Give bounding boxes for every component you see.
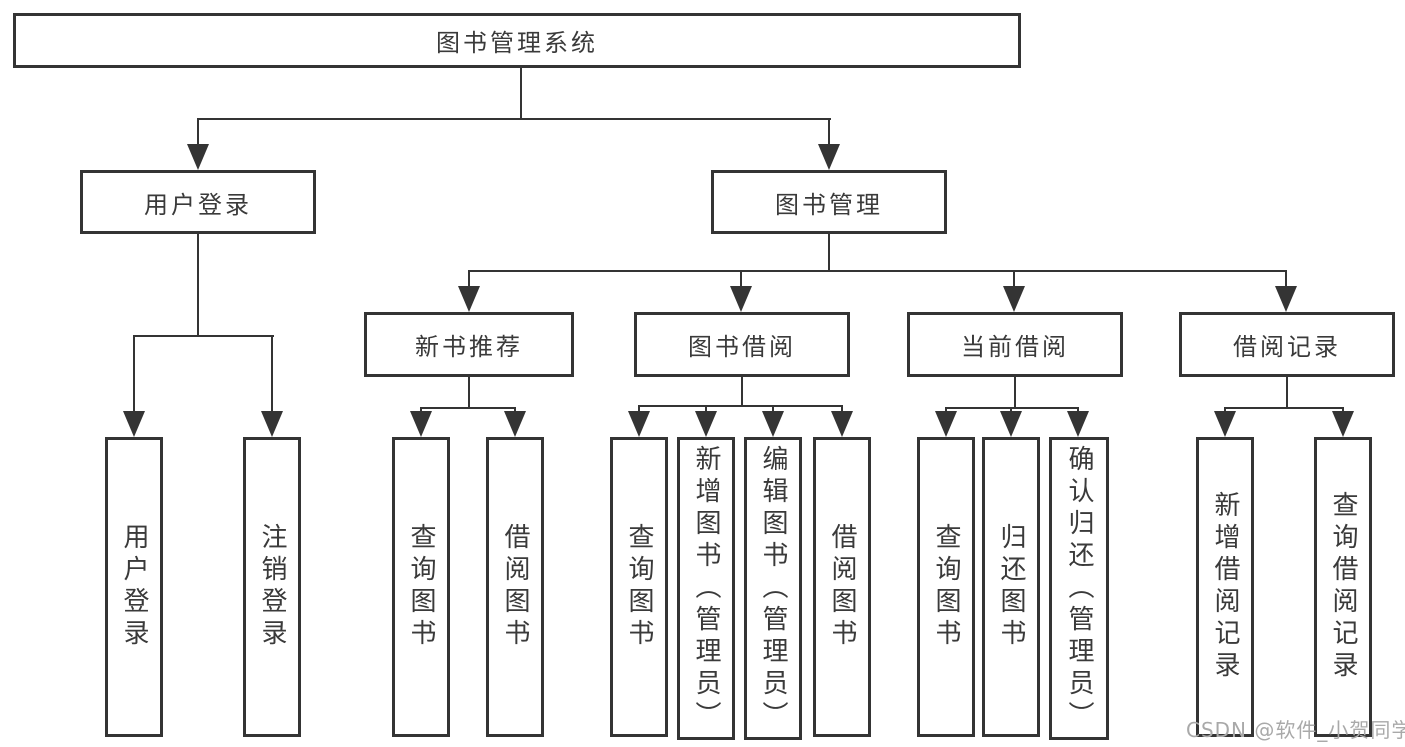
- edge-root-split: [197, 118, 831, 120]
- node-current-borrowing: 当前借阅: [907, 312, 1123, 377]
- arrowhead-to-leaf-logout: [261, 335, 283, 437]
- leaf-label: 用户登录: [119, 523, 149, 651]
- leaf-label: 借阅图书: [500, 523, 530, 651]
- arrowhead-to-query-books-3: [935, 407, 957, 437]
- node-new-book-recommend: 新书推荐: [364, 312, 574, 377]
- leaf-user-login: 用户登录: [105, 437, 163, 737]
- leaf-query-books-3: 查询图书: [917, 437, 975, 737]
- leaf-label: 查询图书: [931, 523, 961, 651]
- edge-book-management-trunk: [828, 234, 830, 272]
- leaf-label: 确认归还（管理员）: [1064, 444, 1094, 733]
- leaf-borrow-books-2: 借阅图书: [813, 437, 871, 737]
- edge-root-trunk: [520, 68, 522, 118]
- arrowhead-to-borrow-books-2: [831, 405, 853, 437]
- arrowhead-to-query-books-2: [628, 405, 650, 437]
- arrowhead-to-book-management: [818, 118, 840, 170]
- edge-new-book-split: [420, 407, 515, 409]
- node-label: 当前借阅: [961, 333, 1069, 361]
- leaf-label: 新增图书（管理员）: [691, 444, 721, 733]
- leaf-add-borrow-record: 新增借阅记录: [1196, 437, 1254, 737]
- leaf-logout: 注销登录: [243, 437, 301, 737]
- leaf-label: 归还图书: [996, 523, 1026, 651]
- node-book-management: 图书管理: [711, 170, 947, 234]
- edge-borrowing-records-trunk: [1286, 377, 1288, 408]
- node-label: 图书借阅: [688, 333, 796, 361]
- leaf-label: 借阅图书: [827, 523, 857, 651]
- edge-book-borrowing-split: [638, 405, 843, 407]
- arrowhead-to-borrowing-records: [1275, 270, 1297, 312]
- node-label: 新书推荐: [415, 333, 523, 361]
- node-book-borrowing: 图书借阅: [634, 312, 850, 377]
- leaf-query-books-1: 查询图书: [392, 437, 450, 737]
- edge-user-login-split: [134, 335, 274, 337]
- edge-book-management-split: [469, 270, 1287, 272]
- leaf-add-book-admin: 新增图书（管理员）: [677, 437, 735, 740]
- node-library-management-system: 图书管理系统: [13, 13, 1021, 68]
- leaf-label: 新增借阅记录: [1210, 491, 1240, 683]
- node-label: 借阅记录: [1233, 333, 1341, 361]
- leaf-label: 查询图书: [406, 523, 436, 651]
- arrowhead-to-current-borrowing: [1003, 270, 1025, 312]
- arrowhead-to-query-borrow-record: [1332, 407, 1354, 437]
- edge-book-borrowing-trunk: [741, 377, 743, 406]
- leaf-query-books-2: 查询图书: [610, 437, 668, 737]
- leaf-label: 注销登录: [257, 523, 287, 651]
- arrowhead-to-add-book-admin: [695, 405, 717, 437]
- leaf-edit-book-admin: 编辑图书（管理员）: [744, 437, 802, 740]
- leaf-label: 查询图书: [624, 523, 654, 651]
- arrowhead-to-leaf-user-login: [123, 335, 145, 437]
- leaf-label: 查询借阅记录: [1328, 491, 1358, 683]
- arrowhead-to-add-borrow-record: [1214, 407, 1236, 437]
- edge-current-borrowing-split: [945, 407, 1079, 409]
- leaf-borrow-books-1: 借阅图书: [486, 437, 544, 737]
- node-label: 用户登录: [144, 190, 252, 219]
- arrowhead-to-return-books: [1000, 407, 1022, 437]
- edge-new-book-trunk: [468, 377, 470, 408]
- leaf-query-borrow-record: 查询借阅记录: [1314, 437, 1372, 737]
- arrowhead-to-edit-book-admin: [762, 405, 784, 437]
- arrowhead-to-confirm-return-admin: [1067, 407, 1089, 437]
- arrowhead-to-user-login: [187, 118, 209, 170]
- leaf-label: 编辑图书（管理员）: [758, 444, 788, 733]
- node-label: 图书管理系统: [436, 29, 598, 57]
- arrowhead-to-query-books-1: [410, 407, 432, 437]
- arrowhead-to-book-borrowing: [730, 270, 752, 312]
- arrowhead-to-borrow-books-1: [504, 407, 526, 437]
- csdn-watermark: CSDN @软件_小贺同学: [1186, 718, 1405, 742]
- leaf-confirm-return-admin: 确认归还（管理员）: [1049, 437, 1109, 740]
- arrowhead-to-new-book-recommend: [458, 270, 480, 312]
- node-borrowing-records: 借阅记录: [1179, 312, 1395, 377]
- edge-borrowing-records-split: [1224, 407, 1344, 409]
- edge-current-borrowing-trunk: [1014, 377, 1016, 408]
- edge-user-login-trunk: [197, 234, 199, 335]
- leaf-return-books: 归还图书: [982, 437, 1040, 737]
- node-label: 图书管理: [775, 190, 883, 219]
- node-user-login: 用户登录: [80, 170, 316, 234]
